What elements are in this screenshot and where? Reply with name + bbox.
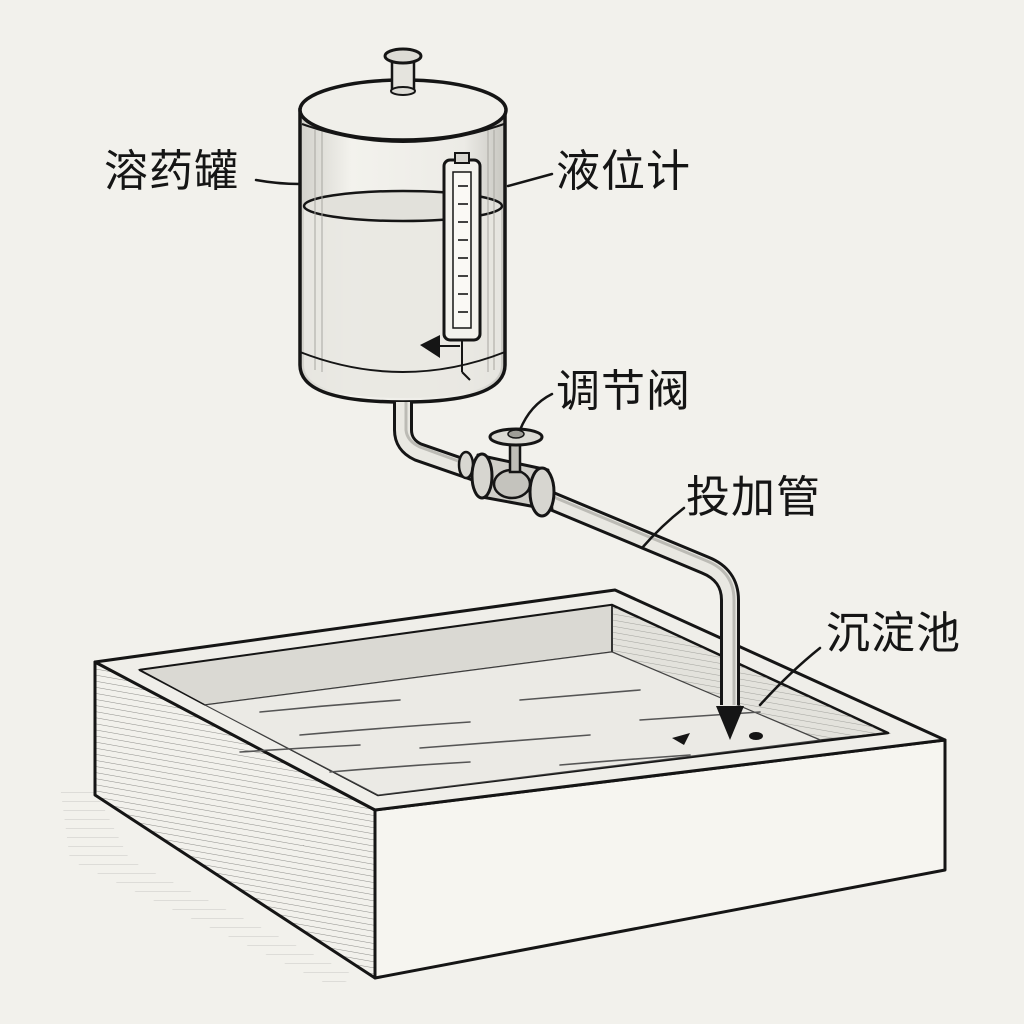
label-regulating-valve: 调节阀 [556,366,691,417]
leader-valve [518,392,554,432]
label-dissolving-tank: 溶药罐 [104,146,239,197]
settling-basin [60,588,947,985]
level-gauge [420,152,482,381]
leader-pipe [640,506,686,550]
label-settling-basin: 沉淀池 [826,608,961,659]
leader-gauge [506,172,554,188]
label-dosing-pipe: 投加管 [686,472,821,523]
leader-basin [758,646,822,707]
leader-tank [254,178,302,186]
leader-lines [254,172,822,707]
label-level-gauge: 液位计 [556,146,691,197]
regulating-valve [470,427,556,518]
